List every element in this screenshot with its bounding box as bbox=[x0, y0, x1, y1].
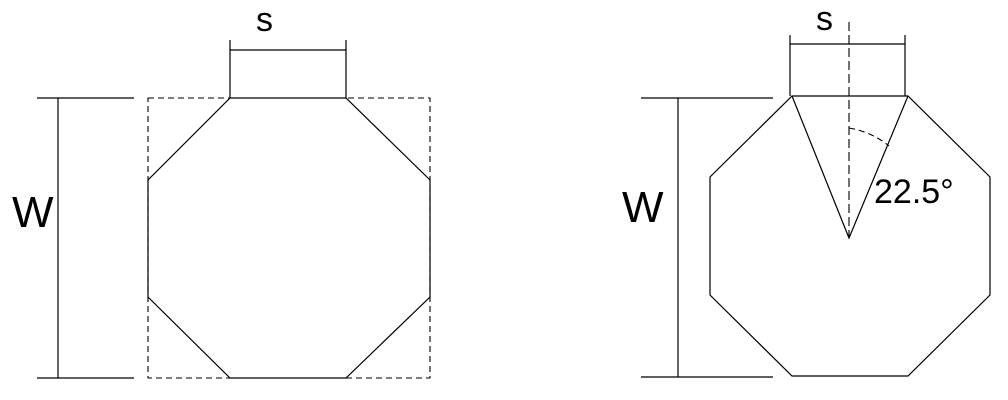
angle-arc bbox=[848, 127, 890, 147]
left-side-label: s bbox=[256, 1, 273, 39]
left-width-label: W bbox=[12, 188, 54, 237]
angle-label: 22.5° bbox=[874, 173, 954, 211]
center-triangle bbox=[791, 95, 909, 240]
left-figure: W s bbox=[12, 1, 431, 379]
right-octagon bbox=[709, 95, 991, 377]
left-octagon bbox=[147, 97, 431, 379]
right-width-label: W bbox=[622, 183, 664, 232]
right-side-label: s bbox=[816, 0, 833, 38]
right-figure: W s 22.5° bbox=[622, 0, 991, 378]
bounding-square-dashed bbox=[147, 97, 431, 379]
